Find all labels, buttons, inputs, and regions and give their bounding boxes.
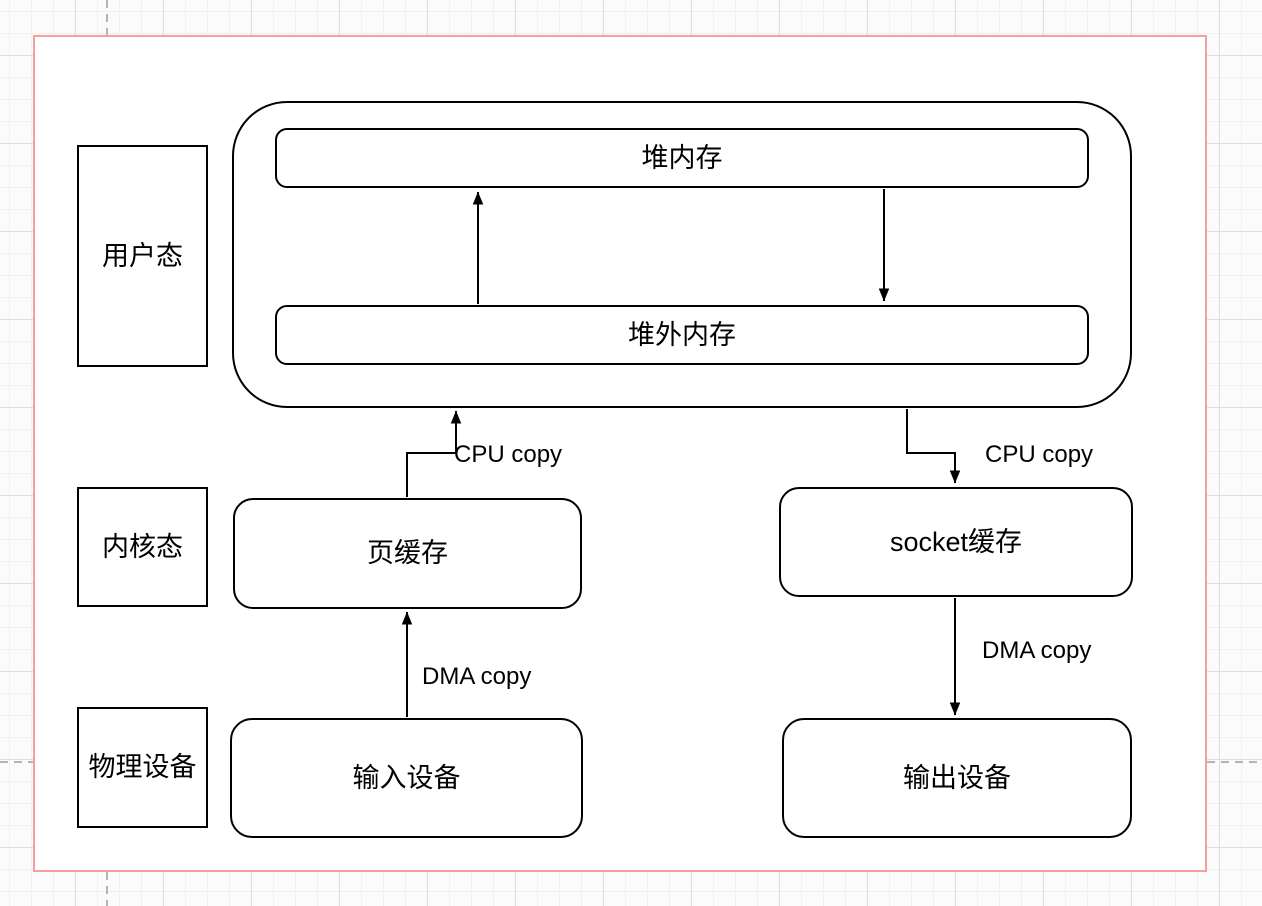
page-boundary-guide-right: [1207, 761, 1262, 763]
lane-user-mode[interactable]: 用户态: [77, 145, 208, 367]
edge-label-cpu-copy-left[interactable]: CPU copy: [454, 441, 563, 468]
node-input-device-label: 输入设备: [352, 762, 461, 793]
edge-cpu-copy-left[interactable]: [406, 410, 462, 497]
edge-label-cpu-copy-right[interactable]: CPU copy: [985, 441, 1094, 468]
edge-label-dma-copy-left[interactable]: DMA copy: [422, 663, 532, 690]
node-page-cache[interactable]: 页缓存: [233, 498, 582, 609]
node-socket-buffer[interactable]: socket缓存: [779, 487, 1133, 597]
lane-kernel-mode-label: 内核态: [102, 531, 183, 562]
node-output-device[interactable]: 输出设备: [782, 718, 1132, 838]
node-off-heap-memory-label: 堆外内存: [628, 319, 736, 350]
lane-user-mode-label: 用户态: [102, 240, 183, 271]
page-boundary-guide-bottom: [106, 872, 108, 906]
node-heap-memory[interactable]: 堆内存: [275, 128, 1089, 188]
edge-cpu-copy-right[interactable]: [906, 409, 961, 484]
lane-kernel-mode[interactable]: 内核态: [77, 487, 208, 607]
edge-label-dma-copy-right[interactable]: DMA copy: [982, 637, 1092, 664]
node-input-device[interactable]: 输入设备: [230, 718, 583, 838]
node-output-device-label: 输出设备: [903, 762, 1011, 793]
page-boundary-guide-left: [0, 761, 33, 763]
node-heap-memory-label: 堆内存: [641, 142, 723, 173]
node-off-heap-memory[interactable]: 堆外内存: [275, 305, 1089, 365]
node-page-cache-label: 页缓存: [367, 538, 448, 569]
node-socket-buffer-label: socket缓存: [889, 526, 1023, 557]
page-boundary-guide-top: [106, 0, 108, 35]
lane-physical-device[interactable]: 物理设备: [77, 707, 208, 828]
lane-physical-device-label: 物理设备: [88, 752, 197, 783]
